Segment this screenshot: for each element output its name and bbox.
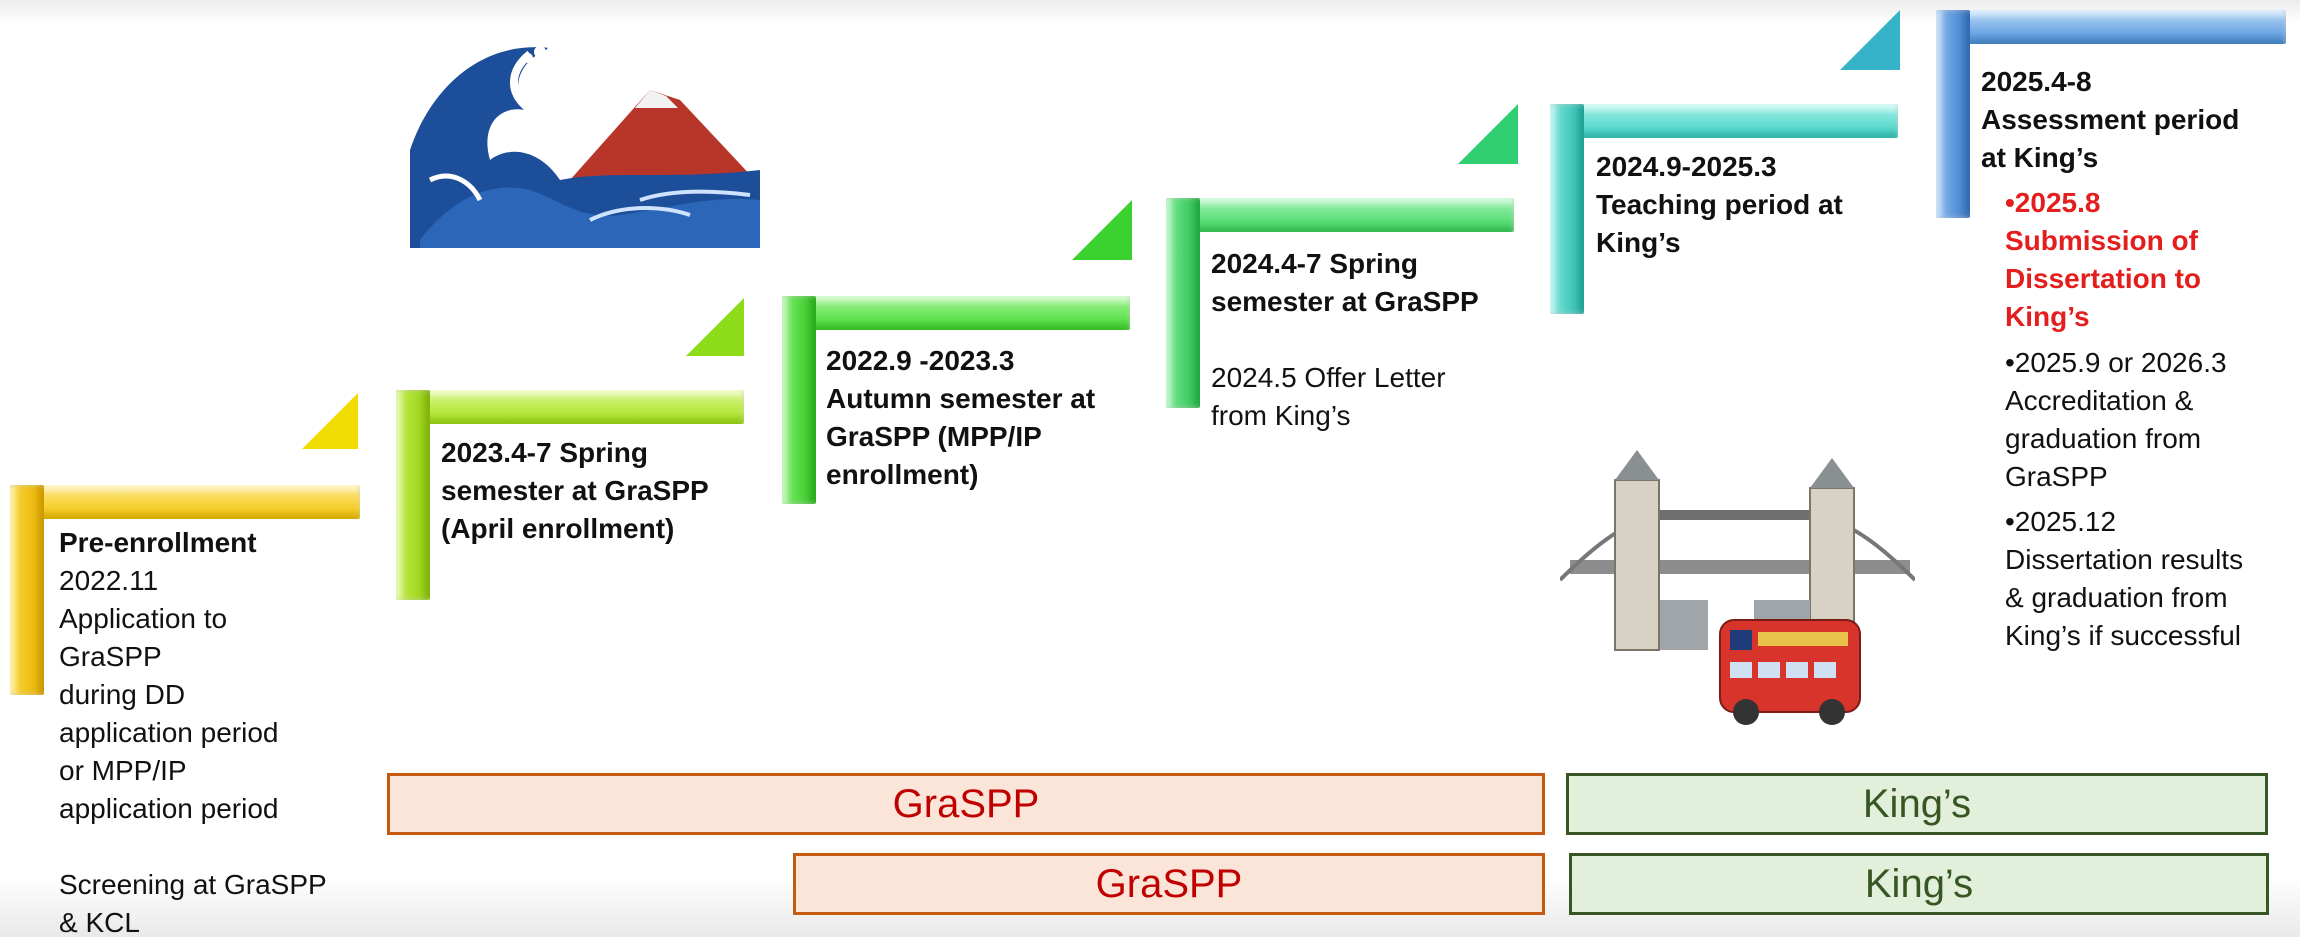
step-arrow-triangle <box>686 298 744 356</box>
step-kings-assessment-line: 2025.4-8 <box>1981 66 2092 97</box>
step-2024-spring <box>1166 198 1514 408</box>
step-kings-assessment-line: Assessment period <box>1981 104 2240 135</box>
step-pre-enrollment-text: Pre-enrollment 2022.11 Application to Gr… <box>59 524 359 942</box>
pre-enrollment-line: application period <box>59 717 279 748</box>
bullet-line: •2025.8 <box>2005 187 2101 218</box>
step-arrow-triangle <box>302 393 358 449</box>
step-2024-spring-offer-line: from King’s <box>1211 400 1351 431</box>
pre-enrollment-line: during DD <box>59 679 186 710</box>
step-bracket-horizontal <box>1166 198 1514 232</box>
bullet-line: King’s <box>2005 301 2090 332</box>
step-bracket-vertical <box>396 390 430 600</box>
step-bracket-horizontal <box>782 296 1130 330</box>
bullet-line: & graduation from <box>2005 582 2228 613</box>
step-arrow-triangle <box>1072 200 1132 260</box>
bullet-line: •2025.12 <box>2005 506 2117 537</box>
step-bracket-horizontal <box>396 390 744 424</box>
bullet-line: graduation from <box>2005 423 2202 454</box>
step-bracket-vertical <box>1166 198 1200 408</box>
bullet-line: •2025.9 or 2026.3 <box>2005 347 2227 378</box>
bullet-line: Accreditation & <box>2005 385 2194 416</box>
step-kings-assessment-title: 2025.4-8 Assessment period at King’s <box>1981 63 2291 177</box>
step-2023-spring-line: 2023.4-7 Spring <box>441 437 648 468</box>
pre-enrollment-line: application period <box>59 793 279 824</box>
pre-enrollment-line: 2022.11 <box>59 565 159 596</box>
step-arrow-triangle <box>1458 104 1518 164</box>
paper-edge-top <box>0 0 2300 24</box>
pre-enrollment-line: Screening at GraSPP <box>59 869 327 900</box>
graspp-band-row2: GraSPP <box>793 853 1545 915</box>
step-kings-teaching-line: 2024.9-2025.3 <box>1596 151 1777 182</box>
pre-enrollment-line: Application to <box>59 603 228 634</box>
step-2024-spring-line: semester at GraSPP <box>1211 286 1479 317</box>
step-kings-teaching-line: King’s <box>1596 227 1681 258</box>
step-kings-assessment-line: at King’s <box>1981 142 2099 173</box>
step-2024-spring-offer-line: 2024.5 Offer Letter <box>1211 362 1446 393</box>
bullet-line: Dissertation to <box>2005 263 2202 294</box>
step-2022-autumn-line: 2022.9 -2023.3 <box>826 345 1015 376</box>
step-kings-teaching-line: Teaching period at <box>1596 189 1843 220</box>
step-2024-spring-line: 2024.4-7 Spring <box>1211 248 1418 279</box>
step-bracket-horizontal <box>1936 10 2286 44</box>
step-2022-autumn-line: GraSPP (MPP/IP <box>826 421 1042 452</box>
kings-band-row1: King’s <box>1566 773 2268 835</box>
step-2023-spring-text: 2023.4-7 Spring semester at GraSPP (Apri… <box>441 434 741 548</box>
step-arrow-triangle <box>1840 10 1900 70</box>
step-bracket-vertical <box>1550 104 1584 314</box>
step-bracket-horizontal <box>10 485 360 519</box>
accreditation-bullet: •2025.9 or 2026.3 Accreditation & gradua… <box>2005 344 2295 496</box>
step-2023-spring-line: semester at GraSPP <box>441 475 709 506</box>
step-bracket-horizontal <box>1550 104 1898 138</box>
spacer <box>1211 321 1521 359</box>
kings-band-row2: King’s <box>1569 853 2269 915</box>
pre-enrollment-line: or MPP/IP <box>59 755 187 786</box>
bullet-line: Dissertation results <box>2005 544 2244 575</box>
bullet-line: GraSPP <box>2005 461 2108 492</box>
pre-enrollment-line: & KCL <box>59 907 140 938</box>
step-2022-autumn <box>782 296 1130 504</box>
step-2023-spring-line: (April enrollment) <box>441 513 675 544</box>
dissertation-results-bullet: •2025.12 Dissertation results & graduati… <box>2005 503 2295 655</box>
step-2023-spring <box>396 390 744 600</box>
great-wave-image <box>410 30 760 248</box>
step-pre-enrollment <box>10 485 360 695</box>
step-bracket-vertical <box>782 296 816 504</box>
pre-enrollment-title: Pre-enrollment <box>59 527 257 558</box>
step-bracket-vertical <box>10 485 44 695</box>
step-2024-spring-text: 2024.4-7 Spring semester at GraSPP 2024.… <box>1211 245 1521 435</box>
graspp-band-row1: GraSPP <box>387 773 1545 835</box>
step-kings-assessment <box>1936 10 2286 218</box>
step-kings-teaching <box>1550 104 1898 314</box>
bullet-line: King’s if successful <box>2005 620 2242 651</box>
tower-bridge-bus-image <box>1560 450 1915 730</box>
step-2022-autumn-line: enrollment) <box>826 459 979 490</box>
spacer <box>59 828 359 866</box>
bullet-line: Submission of <box>2005 225 2198 256</box>
dissertation-submission-bullet: •2025.8 Submission of Dissertation to Ki… <box>2005 184 2295 336</box>
pre-enrollment-line: GraSPP <box>59 641 162 672</box>
step-kings-teaching-text: 2024.9-2025.3 Teaching period at King’s <box>1596 148 1906 262</box>
step-2022-autumn-text: 2022.9 -2023.3 Autumn semester at GraSPP… <box>826 342 1136 494</box>
step-bracket-vertical <box>1936 10 1970 218</box>
step-2022-autumn-line: Autumn semester at <box>826 383 1096 414</box>
